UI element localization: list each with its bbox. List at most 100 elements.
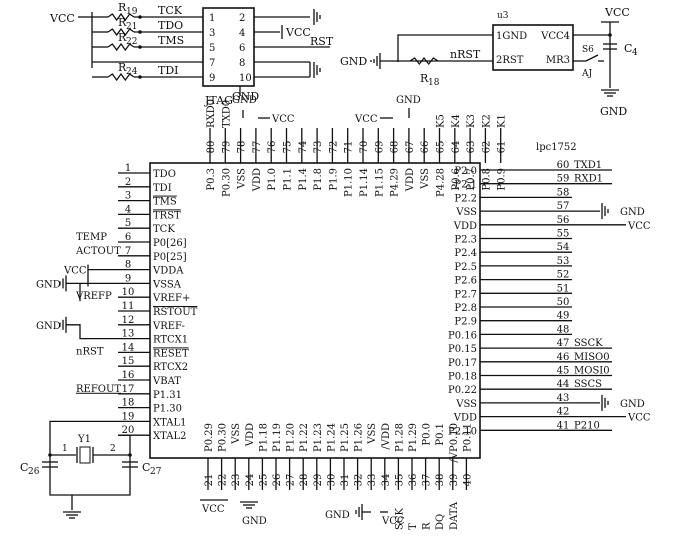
mcu-pin-num: 38 bbox=[435, 474, 446, 487]
mcu-pin-name: RESET bbox=[153, 348, 189, 359]
mcu-pin-num: 28 bbox=[299, 474, 310, 487]
mcu-pin-name: P1.0 bbox=[267, 168, 278, 191]
cap-c26-label: C bbox=[20, 461, 28, 474]
mcu-pin-name: P1.4 bbox=[298, 168, 309, 191]
mcu-pin-name: P0.15 bbox=[448, 344, 477, 355]
mcu-top-net: TXD0 bbox=[221, 100, 232, 128]
junction-dot bbox=[138, 45, 142, 49]
mcu-pin-num: 33 bbox=[367, 474, 378, 487]
mcu-pin-name: P0.9 bbox=[497, 168, 508, 191]
mcu-pin-num: 43 bbox=[557, 393, 570, 404]
mcu-pin-name: P1.19 bbox=[272, 423, 283, 452]
mcu-pin-name: P1.15 bbox=[374, 168, 385, 197]
jtag-title: JTAG bbox=[204, 94, 233, 107]
mcu-pin-name: RTCX2 bbox=[153, 362, 188, 373]
junction-dot bbox=[138, 15, 142, 19]
mcu-pin-name: VDD bbox=[453, 413, 477, 424]
mcu-pin-num: 49 bbox=[557, 311, 570, 322]
mcu-pin-num: 63 bbox=[466, 141, 477, 154]
mcu-pin-num: 3 bbox=[125, 191, 131, 202]
mcu-bottom-net: T bbox=[408, 523, 419, 530]
mcu-pin-name: P1.14 bbox=[359, 168, 370, 197]
mcu-bottom-net: SCK bbox=[394, 507, 405, 530]
mcu-bottom-net: DATA bbox=[449, 501, 460, 530]
rvdd-vcc-label: VCC bbox=[627, 221, 651, 232]
mcu-pin-num: 9 bbox=[125, 273, 131, 284]
mcu-pin-num: 51 bbox=[557, 283, 570, 294]
mcu-pin-name: P0.1 bbox=[435, 423, 446, 446]
mcu-pin-num: 47 bbox=[557, 338, 570, 349]
jtag-pin-num: 3 bbox=[209, 28, 215, 39]
jtag-signal-tms: TMS bbox=[158, 34, 184, 47]
mcu-pin-name: VDD bbox=[453, 221, 477, 232]
mcu-pin-num: 32 bbox=[354, 474, 365, 487]
mcu-pin-num: 62 bbox=[481, 141, 492, 154]
junction-dot bbox=[138, 30, 142, 34]
mcu-pin-num: 41 bbox=[557, 420, 570, 431]
mcu-right-net: TXD1 bbox=[574, 160, 602, 171]
mcu-pin-name: VDD bbox=[405, 168, 416, 192]
reset-pin-mr3: MR3 bbox=[546, 55, 570, 66]
mcu-pin-name: P1.31 bbox=[153, 390, 182, 401]
mcu-pin-name: P1.8 bbox=[313, 168, 324, 191]
mcu-pin-name: P0.16 bbox=[448, 330, 477, 341]
jtag-pin-num: 7 bbox=[209, 58, 215, 69]
mcu-pin-name: P0.17 bbox=[448, 358, 477, 369]
jtag-signal-tck: TCK bbox=[158, 4, 183, 17]
mcu-pin-name: P1.23 bbox=[313, 423, 324, 452]
mcu-right-net: RXD1 bbox=[574, 174, 603, 185]
cap-c27-sub: 27 bbox=[150, 467, 162, 477]
mcu-pin-name: VREF+ bbox=[152, 293, 190, 304]
mcu-pin-num: 46 bbox=[557, 352, 570, 363]
mcu-pin-num: 5 bbox=[125, 218, 131, 229]
mcu-pin-num: 11 bbox=[122, 301, 135, 312]
net-vssa-gnd: GND bbox=[36, 279, 61, 290]
net-vrefm-gnd: GND bbox=[36, 321, 61, 332]
mcu-pin-name: TDO bbox=[153, 169, 176, 180]
junction-dot bbox=[608, 33, 612, 37]
mcu-pin-num: 37 bbox=[422, 474, 433, 487]
mcu-pin-name: P0[26] bbox=[153, 238, 187, 249]
resistor-label: R bbox=[118, 1, 127, 14]
resistor-r21 bbox=[107, 27, 135, 37]
mcu-pin-name: VDD bbox=[245, 423, 256, 447]
mcu-pin-name: P4.29 bbox=[390, 168, 401, 197]
junction-dot bbox=[128, 453, 132, 457]
mcu-pin-name: VSS bbox=[420, 168, 431, 190]
mcu-pin-name: P0[25] bbox=[153, 252, 187, 263]
mcu-pin-num: 48 bbox=[557, 324, 570, 335]
mcu-pin-num: 1 bbox=[125, 163, 131, 174]
mcu-pin-num: 69 bbox=[374, 141, 385, 154]
r18-label-sub: 18 bbox=[428, 78, 440, 88]
mcu-pin-name: P1.9 bbox=[328, 168, 339, 191]
mcu-pin-name: XTAL2 bbox=[153, 431, 186, 442]
mcu-right-net: MOSI0 bbox=[574, 366, 610, 377]
junction-dot bbox=[48, 453, 52, 457]
mcu-pin-name: P0.22 bbox=[448, 385, 477, 396]
crystal-body bbox=[79, 446, 91, 464]
jtag-rst-label: RST bbox=[310, 35, 334, 48]
mcu-pin-num: 26 bbox=[272, 474, 283, 487]
mcu-pin-num: 7 bbox=[125, 246, 131, 257]
mcu-pin-name: P2.4 bbox=[454, 248, 477, 259]
mcu-pin-num: 13 bbox=[122, 329, 135, 340]
mcu-pin-name: TRST bbox=[153, 210, 181, 221]
mcu-pin-name: VDDA bbox=[152, 266, 184, 277]
mcu-pin-name: P2.10 bbox=[448, 426, 477, 437]
mcu-pin-num: 4 bbox=[125, 204, 131, 215]
mcu-pin-num: 29 bbox=[313, 474, 324, 487]
mcu-pin-num: 24 bbox=[245, 474, 256, 487]
net-nrst: nRST bbox=[76, 346, 104, 357]
mcu-pin-name: P0.8 bbox=[481, 168, 492, 191]
reset-gnd-bottom-label: GND bbox=[600, 105, 627, 118]
mcu-pin-num: 79 bbox=[221, 141, 232, 154]
mcu-pin-num: 54 bbox=[557, 242, 570, 253]
mcu-pin-name: P2.2 bbox=[454, 193, 477, 204]
vrefm-wire bbox=[66, 324, 118, 340]
mcu-pin-num: 65 bbox=[436, 141, 447, 154]
mcu-bottom-net: DQ bbox=[435, 514, 446, 530]
crystal-name: Y1 bbox=[77, 434, 91, 445]
mcu-pin-name: /VDD bbox=[381, 423, 392, 450]
